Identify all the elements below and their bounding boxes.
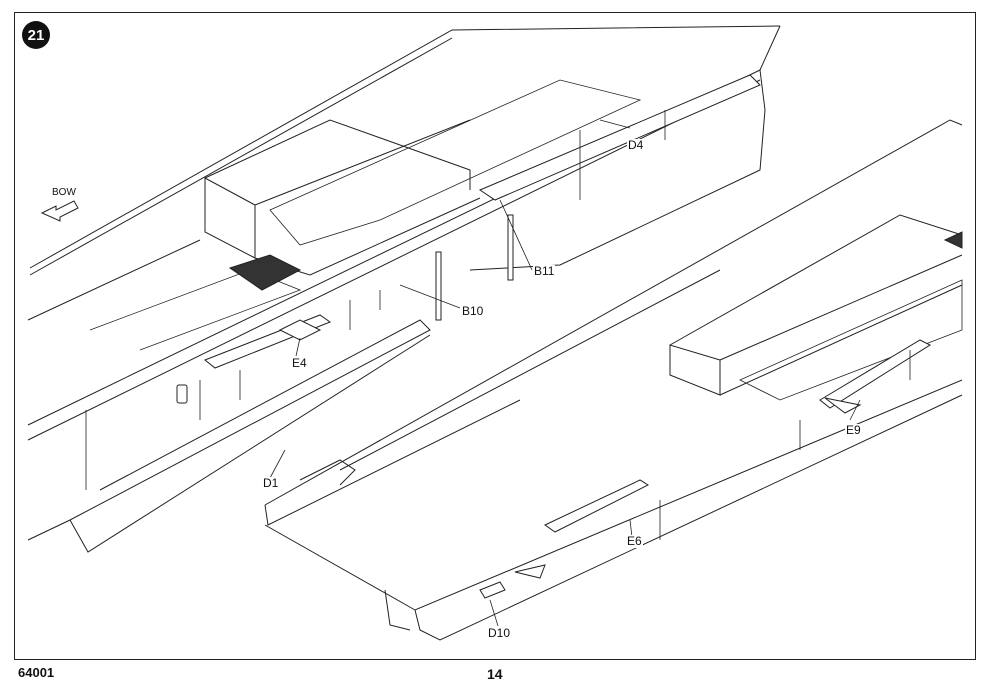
- part-label-b11: B11: [533, 264, 556, 278]
- part-label-e6: E6: [626, 534, 643, 548]
- part-label-d4: D4: [627, 138, 645, 152]
- part-label-d10: D10: [487, 626, 512, 640]
- page-number: 14: [487, 666, 503, 682]
- lower-hull-drawing: [264, 119, 963, 641]
- upper-hull-drawing: [27, 25, 781, 553]
- part-label-b10: B10: [461, 304, 485, 318]
- page-border: [14, 12, 976, 660]
- step-number: 21: [27, 26, 45, 44]
- part-label-e4: E4: [291, 356, 308, 370]
- bow-label: BOW: [52, 187, 76, 198]
- leader-lines: [269, 119, 861, 627]
- step-number-badge: 21: [22, 21, 50, 49]
- part-label-e9: E9: [845, 423, 862, 437]
- kit-code: 64001: [18, 665, 55, 680]
- part-label-d1: D1: [262, 476, 280, 490]
- bow-arrow-icon: [40, 200, 79, 222]
